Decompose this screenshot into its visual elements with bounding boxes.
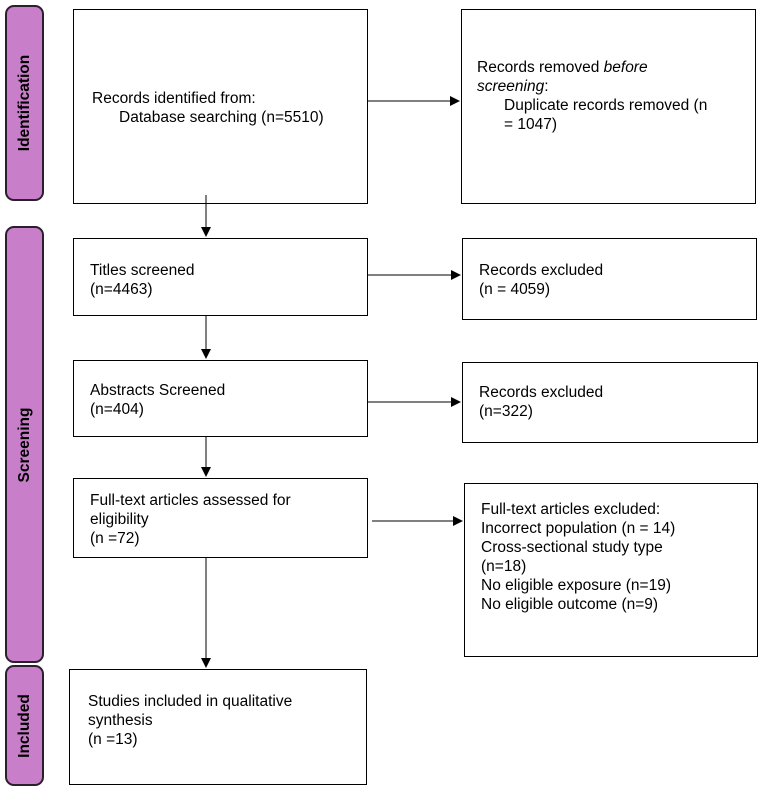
records-identified-heading: Records identified from: <box>92 90 256 107</box>
titles-screened-label: Titles screened <box>90 262 195 279</box>
abstracts-screened-label: Abstracts Screened <box>90 382 226 399</box>
duplicates-removed-count: = 1047) <box>504 116 558 133</box>
studies-included-label-cont: synthesis <box>88 712 153 729</box>
titles-screened-count: (n=4463) <box>90 281 153 298</box>
studies-included-count: (n =13) <box>88 731 138 748</box>
fulltext-assessed-label: Full-text articles assessed for <box>90 492 291 509</box>
records-removed-box: Records removed before screening: Duplic… <box>461 9 756 204</box>
abstracts-excluded-label: Records excluded <box>479 384 604 401</box>
fulltext-assessed-box: Full-text articles assessed for eligibil… <box>73 478 368 558</box>
duplicates-removed-text: Duplicate records removed (n <box>504 97 708 114</box>
identification-phase-label: Identification <box>5 5 44 201</box>
titles-excluded-count: (n = 4059) <box>479 281 551 298</box>
fulltext-excluded-box: Full-text articles excluded: Incorrect p… <box>464 483 758 657</box>
excluded-no-exposure: No eligible exposure (n=19) <box>481 577 671 594</box>
studies-included-label: Studies included in qualitative <box>88 693 293 710</box>
studies-included-box: Studies included in qualitative synthesi… <box>69 669 367 785</box>
excluded-incorrect-population: Incorrect population (n = 14) <box>481 520 676 537</box>
screening-phase-label: Screening <box>5 226 44 663</box>
records-removed-heading-cont: screening: <box>477 78 549 95</box>
records-identified-box: Records identified from: Database search… <box>73 9 368 204</box>
abstracts-screened-count: (n=404) <box>90 401 144 418</box>
abstracts-excluded-box: Records excluded (n=322) <box>462 362 758 443</box>
included-phase-label: Included <box>5 665 44 786</box>
database-searching-count: Database searching (n=5510) <box>119 109 324 126</box>
fulltext-excluded-heading: Full-text articles excluded: <box>481 501 661 518</box>
excluded-cross-sectional-count: (n=18) <box>481 558 527 575</box>
abstracts-screened-box: Abstracts Screened (n=404) <box>73 360 368 437</box>
fulltext-assessed-label-cont: eligibility <box>90 511 149 528</box>
fulltext-assessed-count: (n =72) <box>90 530 140 547</box>
excluded-cross-sectional: Cross-sectional study type <box>481 539 663 556</box>
abstracts-excluded-count: (n=322) <box>479 403 533 420</box>
records-removed-heading: Records removed before <box>477 59 648 76</box>
titles-screened-box: Titles screened (n=4463) <box>73 238 368 316</box>
titles-excluded-label: Records excluded <box>479 262 604 279</box>
titles-excluded-box: Records excluded (n = 4059) <box>462 238 757 320</box>
excluded-no-outcome: No eligible outcome (n=9) <box>481 596 659 613</box>
